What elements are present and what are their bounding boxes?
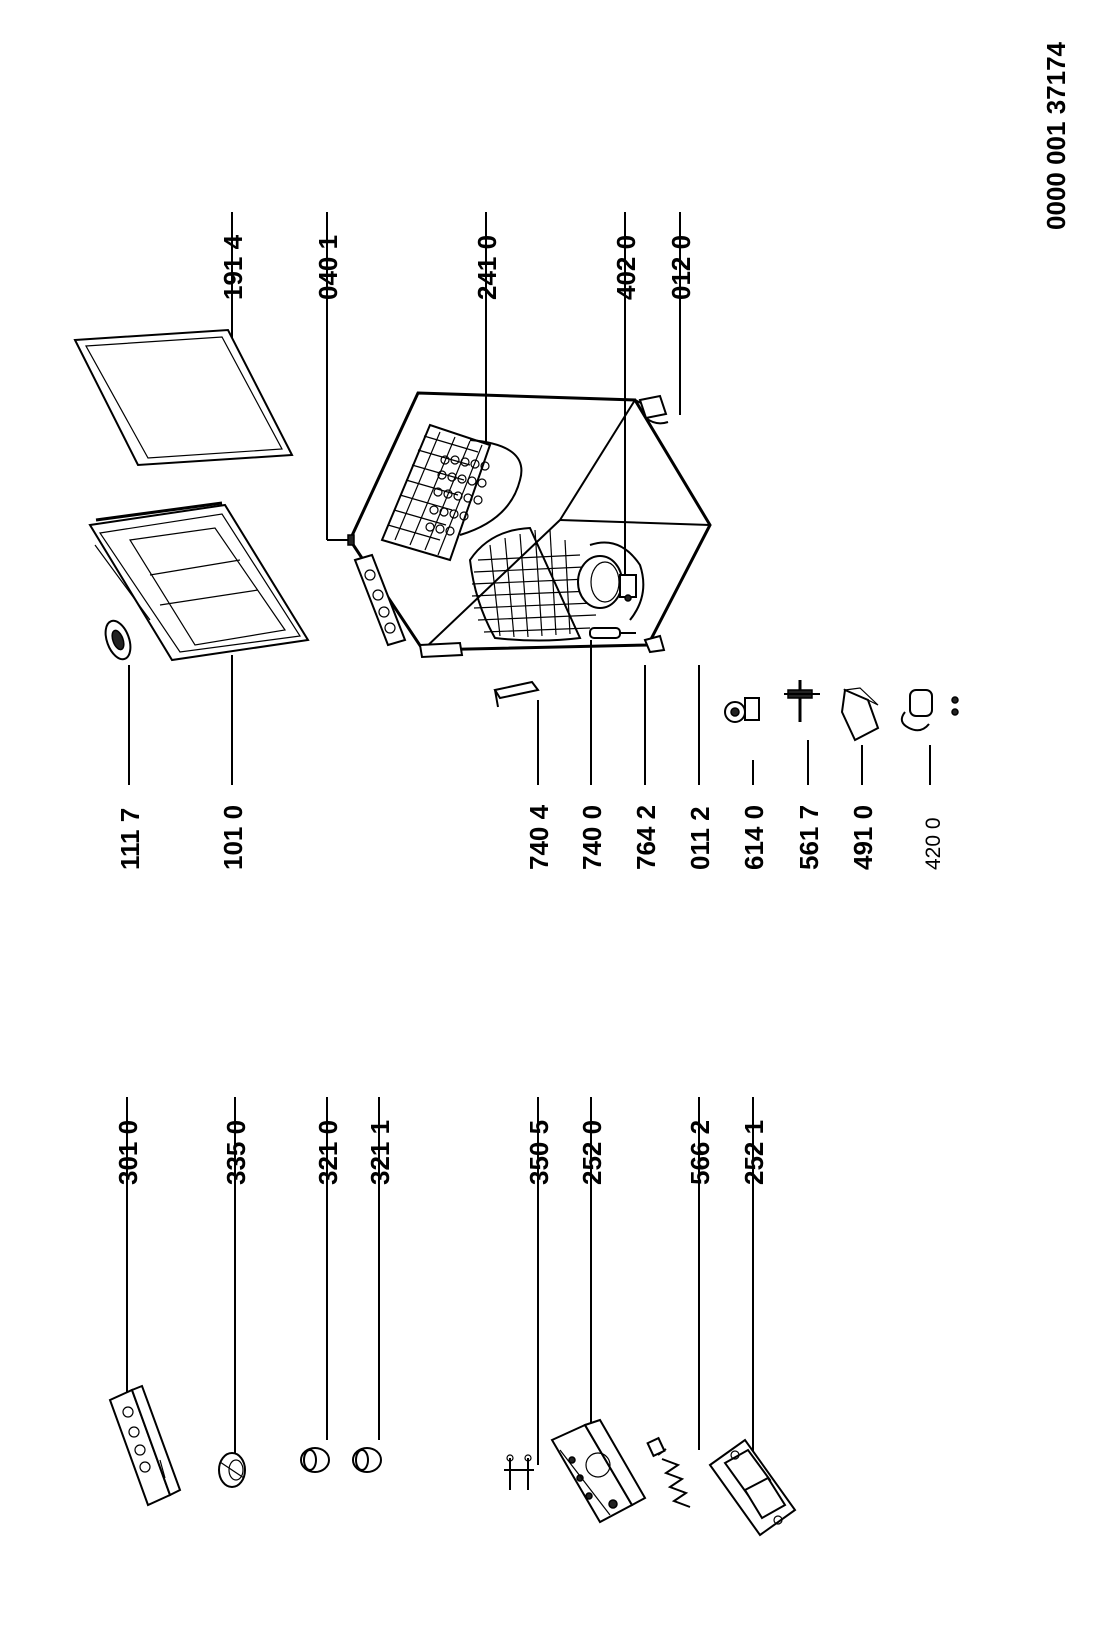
middle-column-labels: 111 7 101 0 740 4 740 0 764 2 011 2 614 …: [115, 804, 945, 870]
label-491-0: 491 0: [848, 805, 878, 870]
part-301-0-control-panel: [108, 1384, 182, 1507]
condenser-grid: [471, 529, 597, 638]
part-740-4-bracket: [493, 680, 540, 708]
part-350-5-connector: [504, 1454, 534, 1490]
part-614-0-capacitor: [724, 697, 760, 723]
label-111-7: 111 7: [115, 808, 145, 870]
label-614-0: 614 0: [739, 805, 769, 870]
label-764-2: 764 2: [631, 805, 661, 870]
label-561-7: 561 7: [794, 805, 824, 870]
document-number: 0000 001 37174: [1041, 41, 1071, 230]
part-335-0-knob: [218, 1452, 246, 1488]
part-111-7-handle: [104, 619, 132, 661]
label-740-4: 740 4: [524, 804, 554, 870]
part-420-0-overload: [900, 689, 959, 732]
part-191-4-gasket: [73, 328, 294, 467]
part-012-0-hinge: [638, 394, 669, 425]
part-321-0-lamp: [300, 1447, 330, 1473]
left-column-labels: 301 0 335 0 321 0 321 1 350 5 252 0 566 …: [113, 1120, 769, 1185]
part-252-1-relay: [708, 1438, 797, 1537]
label-011-2: 011 2: [685, 806, 715, 870]
part-491-0-cover: [840, 687, 880, 742]
part-241-0-basket: [380, 423, 523, 562]
label-420-0: 420 0: [922, 817, 945, 870]
leader-lines: [126, 212, 931, 1465]
part-402-0-compressor: [577, 541, 645, 621]
part-321-1-lamp: [352, 1447, 382, 1473]
label-740-0: 740 0: [577, 805, 607, 870]
part-566-2-spring: [646, 1436, 691, 1508]
part-252-0-thermostat: [550, 1418, 647, 1524]
part-740-0-condenser: [468, 526, 597, 642]
part-561-7-sensor: [784, 680, 820, 722]
part-101-0-door: [88, 501, 310, 662]
label-101-0: 101 0: [218, 805, 248, 870]
basket-grid: [425, 455, 490, 536]
part-764-2-drier: [589, 627, 636, 639]
